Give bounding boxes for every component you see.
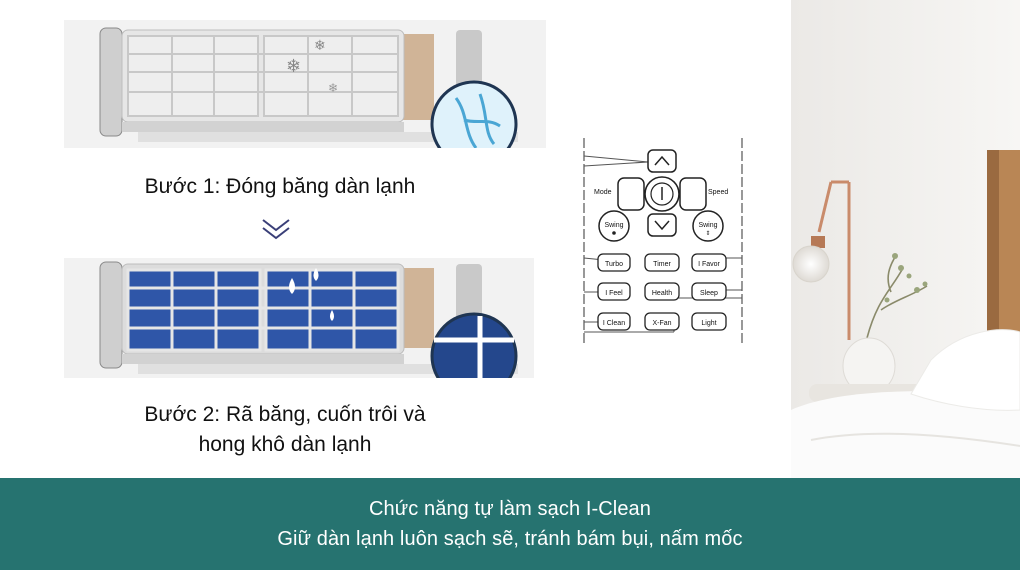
- remote-control-diagram: Mode Speed Swing Swing ⇕ Turbo Timer I F…: [583, 138, 743, 346]
- footer-title: Chức năng tự làm sạch I-Clean: [368, 498, 652, 520]
- step2-caption-line2: hong khô dàn lạnh: [198, 433, 372, 456]
- footer-subtitle: Giữ dàn lạnh luôn sạch sẽ, tránh bám bụi…: [277, 528, 743, 550]
- ifavor-label: I Favor: [698, 261, 720, 268]
- timer-label: Timer: [653, 261, 671, 268]
- svg-text:❄: ❄: [328, 81, 338, 95]
- bedroom-photo: [791, 0, 1020, 478]
- health-label: Health: [652, 290, 672, 297]
- xfan-label: X-Fan: [652, 320, 671, 327]
- mode-label: Mode: [594, 189, 612, 196]
- footer-banner: Chức năng tự làm sạch I-Clean Giữ dàn lạ…: [0, 478, 1020, 570]
- swing-left-label: Swing: [604, 222, 623, 229]
- speed-label: Speed: [708, 189, 728, 196]
- ac-unit-clean-image: [64, 258, 534, 378]
- step2-caption-line1: Bước 2: Rã băng, cuốn trôi và: [144, 403, 426, 426]
- step2-caption: Bước 2: Rã băng, cuốn trôi và hong khô d…: [110, 400, 460, 460]
- ac-unit-frozen-image: ❄ ❄ ❄: [64, 20, 546, 148]
- chevron-down-icon: [262, 219, 290, 240]
- ifeel-label: I Feel: [605, 290, 623, 297]
- svg-text:❄: ❄: [286, 56, 301, 76]
- iclean-label: I Clean: [603, 320, 625, 327]
- svg-text:⇕: ⇕: [705, 230, 710, 237]
- light-label: Light: [701, 320, 716, 327]
- step1-caption: Bước 1: Đóng băng dàn lạnh: [144, 175, 416, 198]
- turbo-label: Turbo: [605, 261, 623, 268]
- sleep-label: Sleep: [700, 290, 718, 297]
- swing-right-label: Swing: [698, 222, 717, 229]
- svg-text:❄: ❄: [314, 37, 326, 53]
